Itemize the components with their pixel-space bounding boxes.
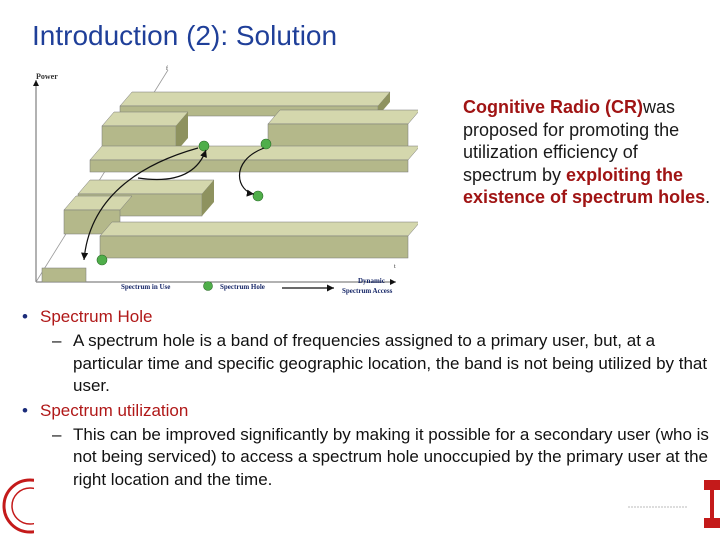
legend-hole-swatch (203, 281, 213, 291)
sub-bullet-text: A spectrum hole is a band of frequencies… (73, 331, 708, 396)
spectrum-hole-dot (252, 190, 264, 202)
axis-z-label: f (166, 65, 168, 72)
bullet-list: Spectrum Hole – A spectrum hole is a ban… (22, 306, 712, 493)
sub-bullet: – A spectrum hole is a band of frequenci… (22, 330, 712, 397)
cr-body: was proposed for promoting the utilizati… (463, 97, 680, 185)
cr-period: . (705, 187, 711, 208)
spectrum-hole-dot (260, 138, 272, 150)
spectrum-hole-dot (96, 254, 108, 266)
legend-in-use-swatch (41, 267, 87, 283)
legend-hole-label: Spectrum Hole (220, 283, 265, 291)
cr-description: Cognitive Radio (CR)was proposed for pro… (463, 96, 713, 209)
legend: Spectrum in Use Spectrum Hole Dynamic Sp… (41, 267, 393, 295)
slide-title: Introduction (2): Solution (32, 20, 338, 51)
spectrum-block (63, 195, 133, 235)
access-arrow (238, 147, 265, 197)
spectrum-block (119, 91, 391, 117)
legend-access-label-2: Spectrum Access (342, 287, 393, 295)
cr-abbrev: (CR) (605, 97, 644, 117)
spectrum-block (99, 221, 418, 259)
sub-bullet: – This can be improved significantly by … (22, 424, 712, 491)
cr-emphasis: exploiting the existence of spectrum hol… (463, 164, 706, 208)
sub-bullet-dash: – (52, 331, 62, 351)
legend-access-label-1: Dynamic (358, 277, 385, 285)
spectrum-block (89, 145, 418, 173)
legend-in-use-label: Spectrum in Use (121, 283, 170, 291)
axis-y-label: Power (36, 72, 58, 81)
axis-x-label: t (394, 264, 396, 270)
access-arrow (137, 149, 207, 181)
spectrum-diagram-svg: Power t f (33, 65, 418, 295)
cr-term: Cognitive Radio (463, 97, 601, 117)
sub-bullet-text: This can be improved significantly by ma… (73, 425, 709, 489)
sub-bullet-dash: – (52, 425, 62, 445)
spectrum-hole-dot (198, 140, 210, 152)
university-seal-icon (0, 478, 58, 534)
spectrum-diagram: Power t f (28, 62, 418, 302)
bullet-heading: Spectrum utilization (22, 400, 712, 423)
access-arrow (81, 147, 199, 261)
bullet-heading: Spectrum Hole (22, 306, 712, 329)
university-logo-icon (700, 476, 720, 532)
logo-caption (628, 498, 700, 508)
